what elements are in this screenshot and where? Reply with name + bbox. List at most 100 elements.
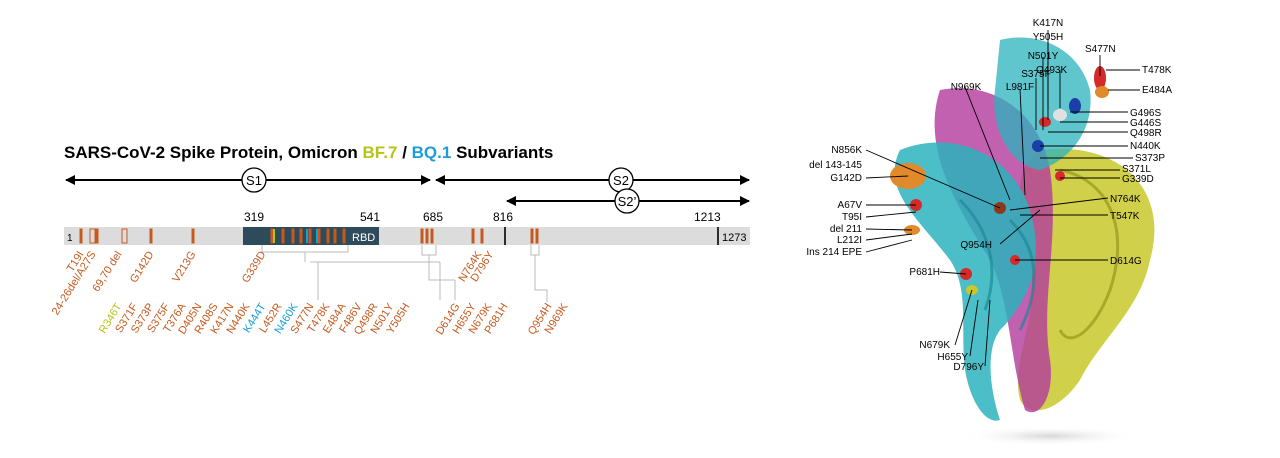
mutation-tick	[535, 228, 539, 244]
pos-541: 541	[360, 210, 380, 224]
mutation-ticks	[79, 228, 539, 244]
s1s2-stem	[428, 255, 456, 300]
structure-label: L981F	[1006, 82, 1034, 93]
mutation-tick	[270, 228, 274, 244]
mutation-label: G142D	[128, 249, 157, 285]
structure-label: A67V	[838, 200, 863, 211]
title-slash: /	[397, 143, 411, 162]
pos-319: 319	[244, 210, 264, 224]
mutation-tick	[333, 228, 337, 244]
structure-label: T547K	[1110, 211, 1140, 222]
structure-label: Q493K	[1036, 65, 1067, 76]
s1-label: S1	[246, 173, 262, 188]
structure-leader-lines	[865, 30, 1140, 367]
mutation-tick	[79, 228, 83, 244]
structure-label: S477N	[1085, 44, 1116, 55]
title-bf7: BF.7	[363, 143, 398, 162]
structure-label: N679K	[919, 340, 950, 351]
s1s2-bracket	[421, 245, 437, 256]
structure-label: D796Y	[953, 362, 984, 373]
structure-label: N856K	[831, 145, 862, 156]
sphere-e484a	[1095, 86, 1109, 98]
structure-label: T478K	[1142, 65, 1172, 76]
structure-label: D614G	[1110, 256, 1142, 267]
position-numbers: 319 541 685 816 1213	[244, 210, 721, 224]
pos-1273: 1273	[722, 232, 746, 244]
sphere-g446s	[1039, 117, 1051, 127]
variant-tick	[273, 229, 275, 243]
structure-label: G496S	[1130, 108, 1161, 119]
structure-label: N501Y	[1028, 51, 1059, 62]
s1-circle	[241, 167, 267, 193]
sphere-s371l	[1055, 171, 1065, 181]
structure-label: S371L	[1122, 164, 1151, 175]
rbd-fan	[310, 261, 441, 300]
mutation-tick	[308, 228, 312, 244]
mutation-tick	[89, 228, 96, 244]
structure-label: P681H	[909, 267, 940, 278]
pos-1213: 1213	[694, 210, 721, 224]
sphere-q493k	[1069, 98, 1081, 114]
structure-label: N969K	[951, 82, 982, 93]
structure-label: G339D	[1122, 174, 1154, 185]
structure-label: del 211	[830, 224, 863, 235]
title-prefix: SARS-CoV-2 Spike Protein, Omicron	[64, 143, 363, 162]
variant-tick	[306, 229, 308, 243]
mutation-tick	[299, 228, 303, 244]
structure-label: L212I	[837, 235, 862, 246]
sphere-t478k	[1094, 66, 1106, 90]
chain-cyan-helix	[958, 198, 1036, 331]
rbd-bracket	[261, 245, 349, 253]
s2-stem	[534, 255, 548, 302]
structure-label: E484A	[1142, 85, 1172, 96]
sphere-g496s	[1053, 109, 1067, 121]
mutation-tick	[317, 228, 321, 244]
s2-bracket	[530, 245, 540, 256]
mutation-tick	[121, 228, 128, 244]
chain-yellow-helix	[1058, 168, 1120, 340]
rbd-label: RBD	[352, 232, 375, 244]
structure-shadow	[960, 426, 1140, 446]
title-bq1: BQ.1	[412, 143, 452, 162]
mutation-tick	[430, 228, 434, 244]
mutation-label: V213G	[170, 249, 198, 284]
mutation-tick	[480, 228, 484, 244]
structure-label: Q498R	[1130, 128, 1162, 139]
pos-685: 685	[423, 210, 443, 224]
leader-lines	[261, 245, 548, 302]
s2prime-circle	[614, 188, 640, 214]
mutation-tick	[191, 228, 195, 244]
protein-bar	[64, 227, 750, 245]
structure-label: T95I	[842, 212, 862, 223]
structure-label: G446S	[1130, 118, 1161, 129]
mutation-tick	[420, 228, 424, 244]
chain-cyan-rbd	[994, 37, 1091, 170]
diagram-title: SARS-CoV-2 Spike Protein, Omicron BF.7 /…	[64, 143, 553, 162]
title-suffix: Subvariants	[451, 143, 553, 162]
variant-tick	[316, 229, 318, 243]
structure-label: N440K	[1130, 141, 1161, 152]
structure-label: G142D	[830, 173, 862, 184]
mutation-tick	[471, 228, 475, 244]
s2-label: S2	[613, 173, 629, 188]
mutation-tick	[95, 228, 99, 244]
s2prime-label: S2’	[618, 194, 637, 209]
pos-1: 1	[67, 233, 73, 244]
mutation-tick	[530, 228, 534, 244]
structure-label: Q954H	[960, 240, 992, 251]
structure-label: Ins 214 EPE	[806, 247, 862, 258]
mutation-tick	[326, 228, 330, 244]
spike-structure	[890, 37, 1155, 446]
mutation-tick	[281, 228, 285, 244]
structure-label: S375F	[1021, 69, 1050, 80]
structure-label: K417N	[1033, 18, 1064, 29]
structure-label: del 143-145	[809, 160, 862, 171]
structure-label: Y505H	[1033, 32, 1064, 43]
structure-label: H655Y	[937, 352, 968, 363]
mutation-tick	[291, 228, 295, 244]
structure-label: S373P	[1135, 153, 1165, 164]
mutation-tick	[342, 228, 346, 244]
structure-label: N764K	[1110, 194, 1141, 205]
